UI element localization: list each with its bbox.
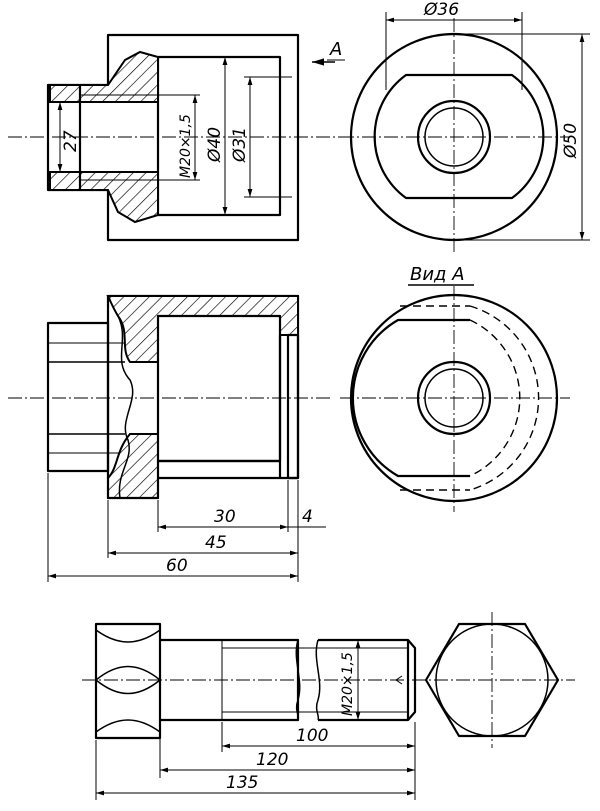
view-a-bore-inner bbox=[424, 368, 484, 428]
view-a-title: Вид А bbox=[410, 264, 465, 285]
bolt-head-chamfer-bottom bbox=[95, 719, 161, 733]
bottom-bolt-view: M20×1,5 100 120 135 bbox=[82, 612, 575, 800]
bolt-tip-mark bbox=[395, 675, 403, 685]
dim-50-text: Ø50 bbox=[561, 123, 581, 159]
bolt-shank-left bbox=[160, 638, 300, 722]
middle-left-front-view: 30 4 45 60 bbox=[8, 294, 330, 582]
left-shaft bbox=[46, 321, 110, 473]
view-a-bore-outer bbox=[416, 360, 492, 436]
inner-cylinder bbox=[156, 314, 282, 463]
body-outline bbox=[46, 33, 300, 242]
break-line bbox=[117, 315, 134, 499]
dim-60-text: 60 bbox=[166, 556, 188, 576]
bolt-shank-right bbox=[318, 638, 417, 722]
partial-section-hatch-bottom bbox=[107, 433, 159, 499]
right-step bbox=[286, 333, 300, 480]
top-left-section-view: 27 M20×1,5 Ø40 Ø31 A bbox=[8, 33, 345, 242]
dim-4-text: 4 bbox=[302, 507, 313, 527]
view-a-outer-circle bbox=[349, 293, 559, 503]
section-hatch-lower bbox=[49, 171, 159, 224]
view-a-letter: A bbox=[329, 39, 342, 60]
bore-circle-outer bbox=[416, 99, 492, 175]
dim-m20-bolt-text: M20×1,5 bbox=[340, 652, 356, 716]
bolt-hex-head bbox=[94, 622, 162, 740]
dim-45-text: 45 bbox=[205, 533, 227, 553]
top-right-end-view: Ø36 Ø50 bbox=[340, 0, 590, 255]
bolt-head-chamfer-mid bbox=[95, 665, 162, 695]
middle-right-view-a: Вид А bbox=[340, 264, 570, 512]
dim-36-text: Ø36 bbox=[423, 0, 459, 20]
view-a-boss-hidden bbox=[469, 319, 521, 477]
bore-circle-inner bbox=[424, 107, 484, 167]
bolt-head-chamfer-top bbox=[95, 629, 161, 643]
inner-cavity bbox=[156, 55, 282, 217]
dim-27-text: 27 bbox=[61, 130, 81, 152]
dim-135-text: 135 bbox=[226, 773, 258, 793]
dim-30-text: 30 bbox=[214, 507, 236, 527]
dim-100-text: 100 bbox=[296, 726, 328, 746]
bolt-break-left bbox=[295, 639, 301, 721]
dim-31-text: Ø31 bbox=[230, 127, 250, 163]
partial-section-hatch-top bbox=[106, 295, 299, 363]
body-bottom-outline bbox=[106, 459, 280, 500]
view-a-hidden-outer bbox=[469, 305, 540, 491]
flat-boss-d36 bbox=[373, 73, 545, 200]
hex-end-view bbox=[424, 622, 560, 738]
dim-m20-text: M20×1,5 bbox=[178, 114, 194, 178]
view-a-boss-visible bbox=[351, 318, 470, 478]
outer-circle-d50 bbox=[349, 32, 559, 242]
dim-120-text: 120 bbox=[256, 750, 288, 770]
dim-40-text: Ø40 bbox=[205, 127, 225, 163]
bolt-break-right bbox=[315, 639, 321, 721]
